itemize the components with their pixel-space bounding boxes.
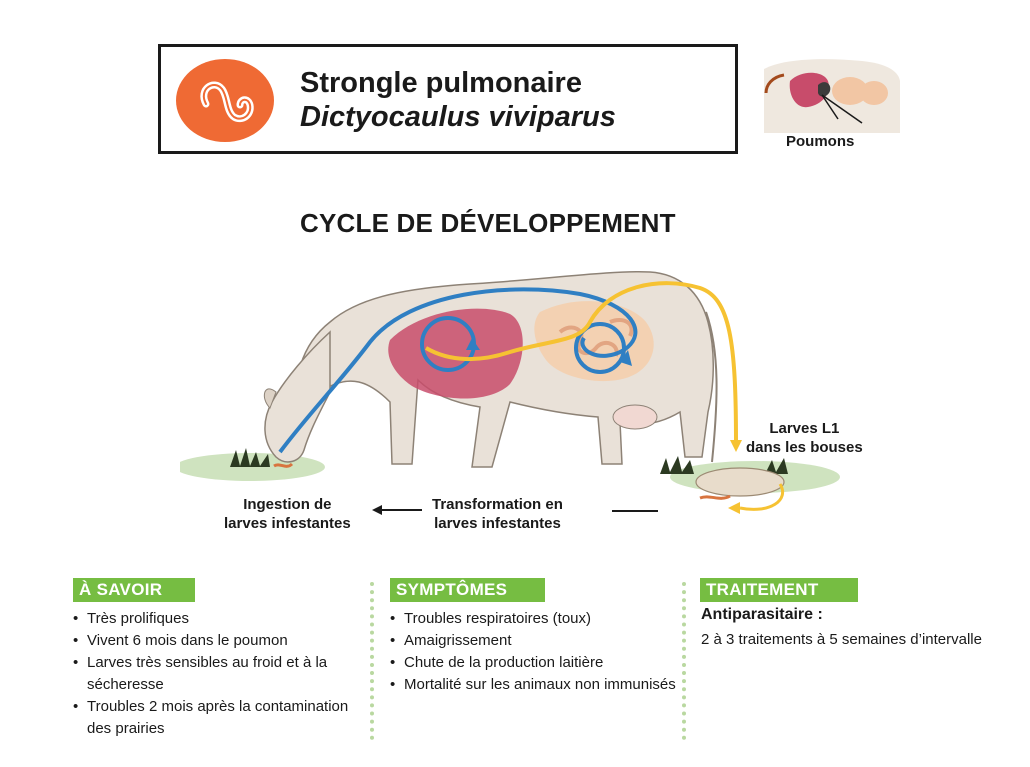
list-item: Chute de la production laitière [390,652,680,674]
symptomes-list: Troubles respiratoires (toux) Amaigrisse… [390,608,680,696]
section-header-symptomes: SYMPTÔMES [390,578,545,602]
life-cycle-diagram [180,270,840,514]
cycle-title: CYCLE DE DÉVELOPPEMENT [300,208,676,238]
section-divider [370,582,374,740]
list-item: Amaigrissement [390,630,680,652]
yellow-excretion-arrow [424,281,738,443]
section-header-savoir: À SAVOIR [73,578,195,602]
section-header-traitement: TRAITEMENT [700,578,858,602]
label-larves-l1: Larves L1 dans les bouses [746,420,863,456]
cow-ear [263,388,277,409]
cow-head [264,330,331,463]
arrow-left-icon [372,505,422,515]
list-item: Vivent 6 mois dans le poumon [73,630,363,652]
blue-arrowhead [466,338,480,350]
list-item: Mortalité sur les animaux non immunisés [390,674,680,696]
list-item: Très prolifiques [73,608,363,630]
title-common-name: Strongle pulmonaire [300,67,582,99]
section-divider [682,582,686,740]
lung-location-thumbnail [764,59,900,133]
yellow-small-arrowhead [728,502,740,514]
list-item: Troubles 2 mois après la contamination d… [73,696,363,740]
traitement-text: 2 à 3 traitements à 5 semaines d’interva… [701,631,982,648]
thumbnail-label: Poumons [786,133,855,150]
title-latin-name: Dictyocaulus viviparus [300,101,616,133]
label-ingestion: Ingestion de larves infestantes [224,496,351,532]
grass-tuft-right-2 [765,458,788,474]
grass-tuft-right [660,456,694,474]
list-item: Larves très sensibles au froid et à la s… [73,652,363,696]
blue-arrowhead-2 [620,350,632,366]
list-item: Troubles respiratoires (toux) [390,608,680,630]
blue-migration-arrow [278,287,638,454]
blue-intestine-loop [574,322,626,374]
larvae-right [699,494,731,500]
yellow-arrowhead [730,440,742,452]
grass-tuft-left [230,448,270,467]
dung-pile [695,467,785,497]
worm-icon [176,59,274,142]
cow-udder [612,404,658,430]
cow-tail [705,311,718,463]
connector-line [612,510,658,512]
label-transformation: Transformation en larves infestantes [432,496,563,532]
larvae-left [273,462,294,468]
traitement-subtitle: Antiparasitaire : [701,606,823,623]
lungs [388,308,523,399]
yellow-small-arrow [739,483,784,511]
savoir-list: Très prolifiques Vivent 6 mois dans le p… [73,608,363,740]
